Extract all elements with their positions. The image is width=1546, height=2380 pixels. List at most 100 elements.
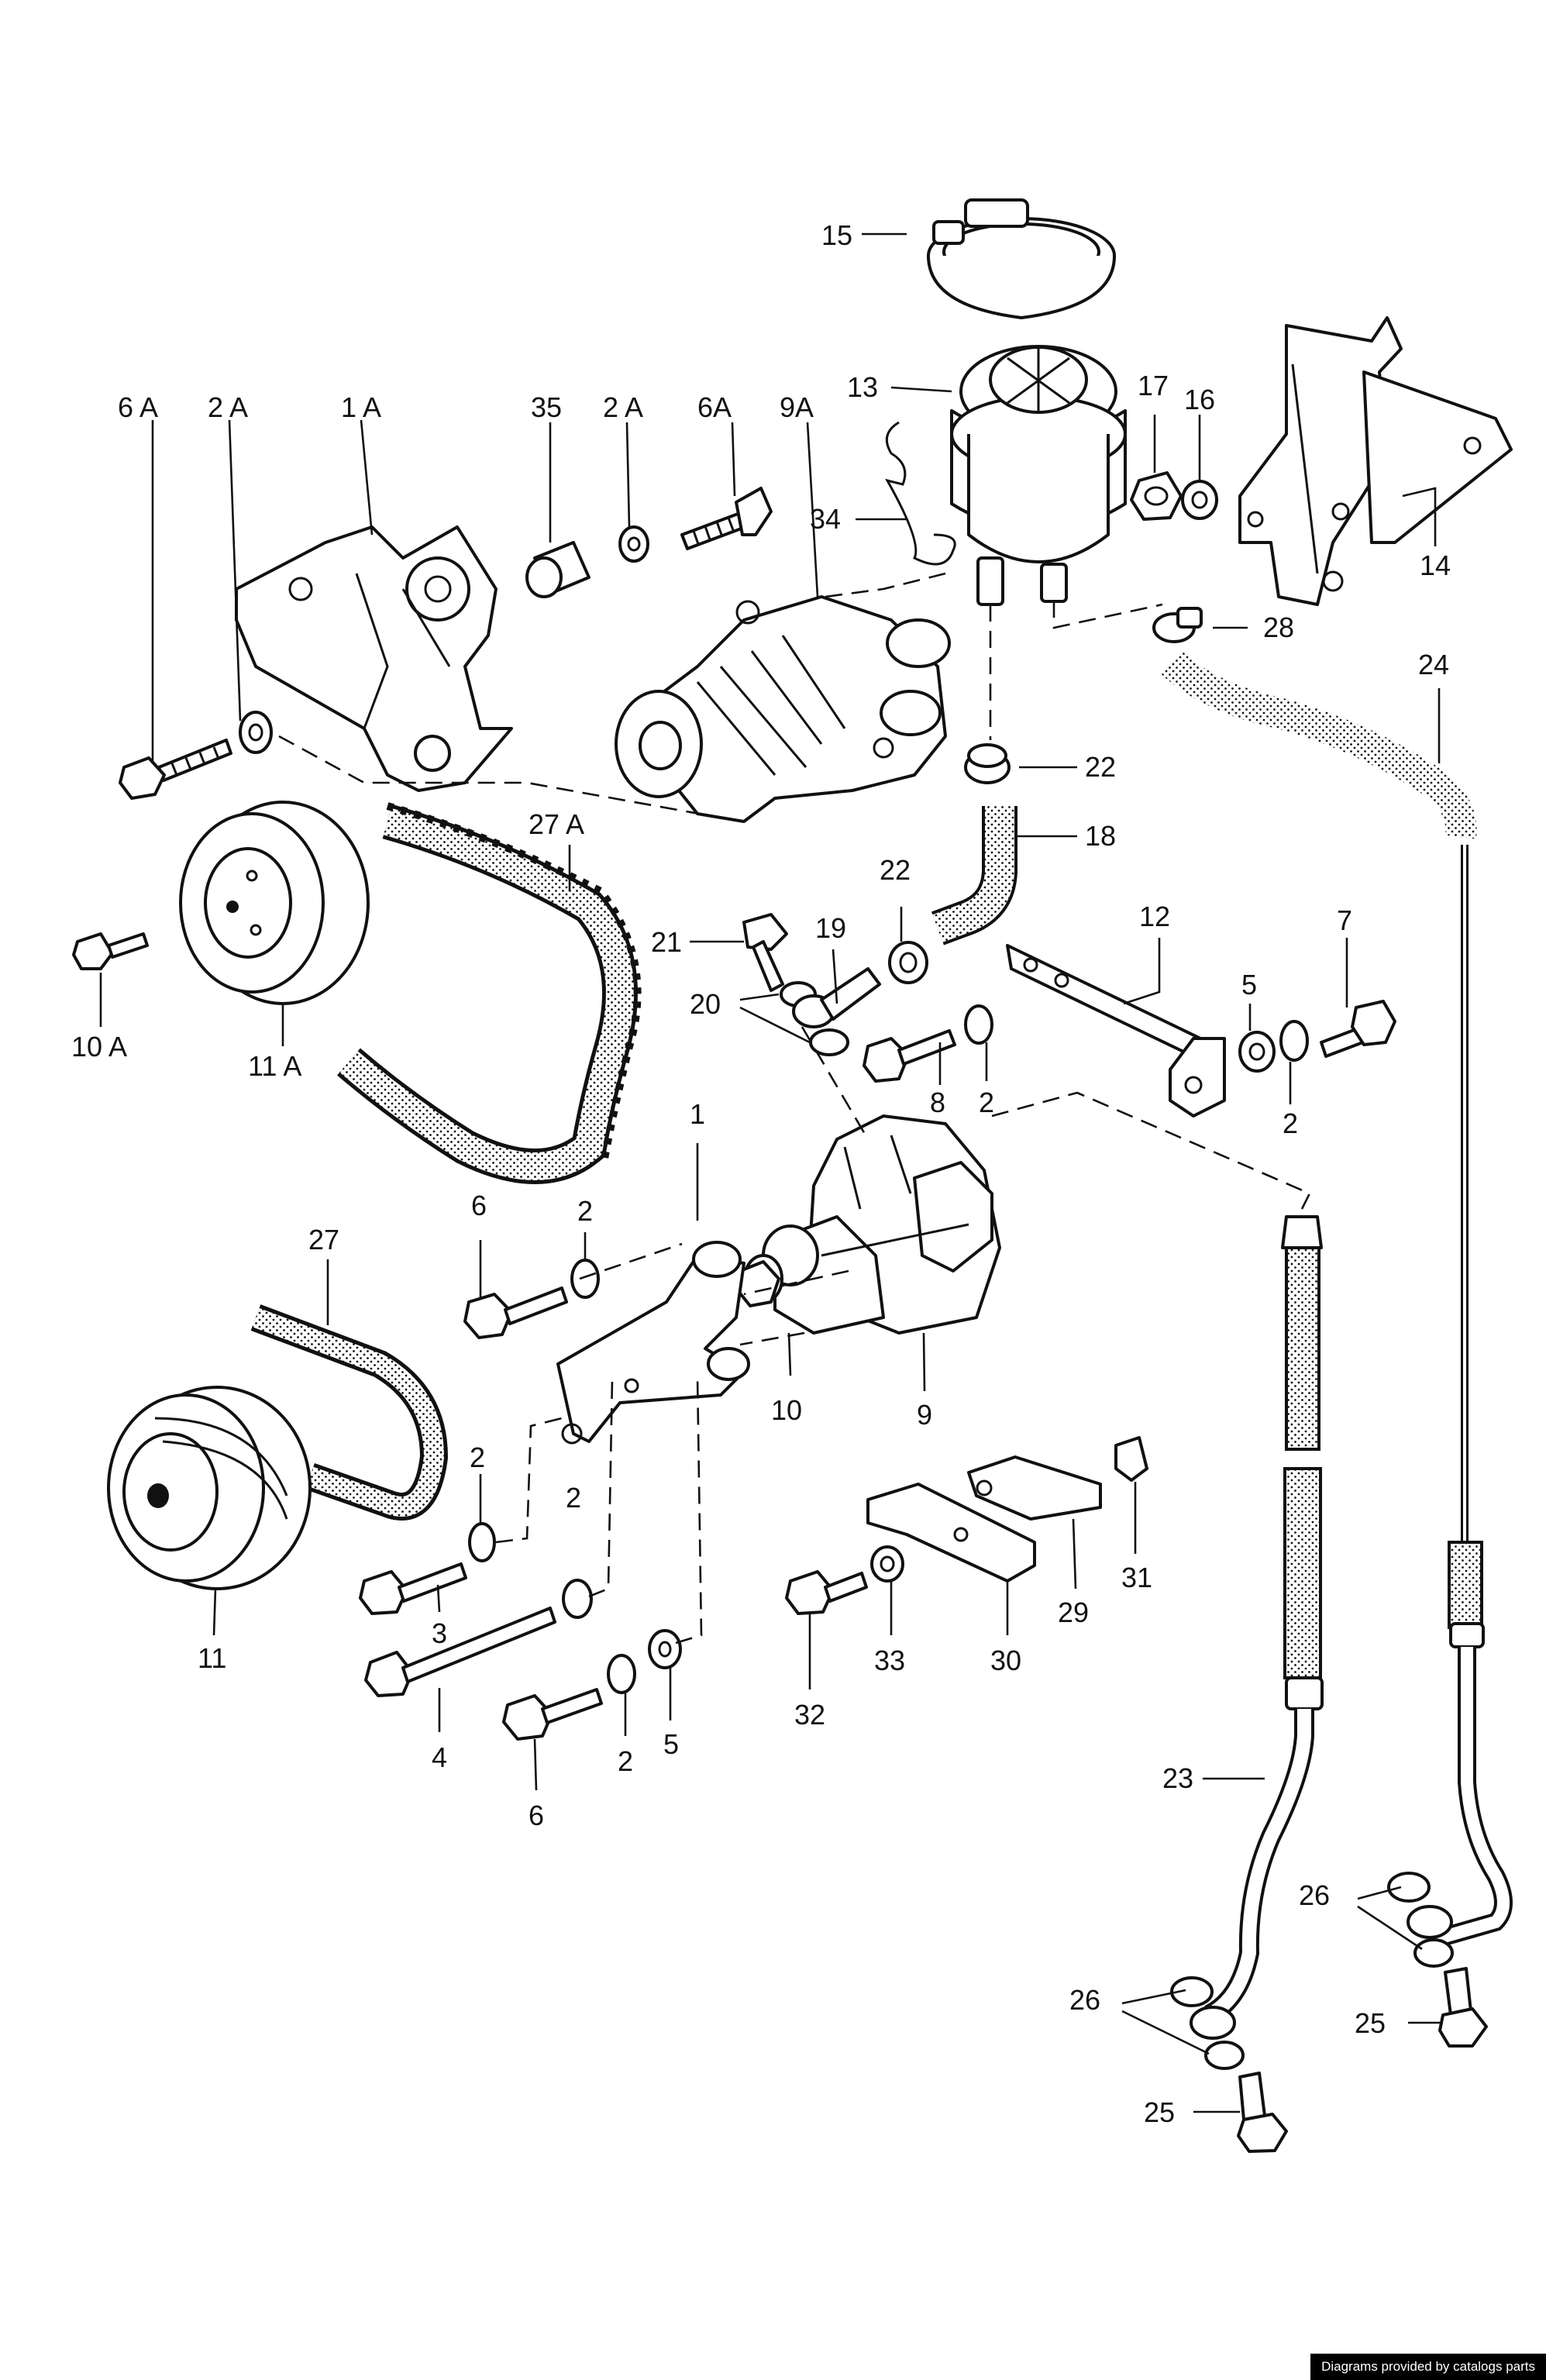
bracket-1A — [235, 525, 513, 792]
nut-17 — [1130, 471, 1183, 521]
washer-20b — [809, 1028, 849, 1056]
label-2-upper: 2 — [577, 1195, 593, 1227]
label-19: 19 — [815, 912, 846, 944]
washer-2-lower — [607, 1654, 636, 1694]
banjo-bolt-25-left — [1237, 2072, 1288, 2153]
label-30: 30 — [990, 1645, 1021, 1676]
label-5-lower: 5 — [663, 1728, 679, 1760]
bolt-6A-right — [680, 487, 773, 550]
leader-lines — [99, 232, 1443, 2113]
callout-labels: 15 13 6 A 2 A 1 A 35 2 A 6A 9A 17 16 14 … — [71, 219, 1451, 2128]
washer-33 — [870, 1545, 904, 1583]
label-9A: 9A — [780, 391, 814, 423]
label-27: 27 — [308, 1224, 339, 1255]
label-5-right: 5 — [1241, 969, 1257, 1001]
label-15: 15 — [821, 219, 852, 251]
clamp-22-mid — [888, 941, 928, 984]
label-10A: 10 A — [71, 1031, 127, 1063]
label-2-b: 2 — [566, 1482, 581, 1514]
label-2-a: 2 — [470, 1441, 485, 1473]
bolt-7 — [1320, 1000, 1396, 1058]
label-21: 21 — [651, 926, 682, 958]
bracket-30 — [866, 1483, 1036, 1583]
label-7: 7 — [1337, 904, 1352, 936]
credit-badge: Diagrams provided by catalogs parts — [1310, 2354, 1546, 2380]
label-22-top: 22 — [1085, 751, 1116, 783]
washer-16 — [1181, 480, 1218, 520]
label-2A-left: 2 A — [208, 391, 248, 423]
label-20: 20 — [690, 988, 721, 1020]
label-32: 32 — [794, 1699, 825, 1731]
bracket-29 — [967, 1455, 1102, 1521]
washer-2A-right — [618, 525, 649, 563]
label-2-right: 2 — [1283, 1107, 1298, 1139]
clip-31 — [1114, 1436, 1148, 1482]
strap-12 — [1006, 944, 1226, 1118]
label-33: 33 — [874, 1645, 905, 1676]
hose-23 — [1203, 1215, 1324, 2024]
bolt-32 — [785, 1570, 868, 1615]
bolt-10A — [72, 932, 149, 970]
label-25-right: 25 — [1355, 2007, 1386, 2039]
label-28: 28 — [1263, 611, 1294, 643]
label-3: 3 — [432, 1617, 447, 1649]
washer-5-lower — [648, 1629, 682, 1669]
spacer-35 — [525, 541, 591, 598]
label-2A-right: 2 A — [603, 391, 643, 423]
label-6-lower: 6 — [529, 1800, 544, 1831]
clip-34 — [884, 421, 956, 566]
label-1A: 1 A — [341, 391, 381, 423]
bolt-6A-left — [119, 739, 232, 800]
banjo-bolt-21 — [742, 913, 788, 992]
pump-9 — [736, 1114, 1001, 1335]
clamp-28 — [1152, 607, 1203, 643]
label-17: 17 — [1138, 370, 1169, 401]
bolt-3 — [359, 1562, 467, 1615]
label-6A-right: 6A — [697, 391, 732, 423]
label-24: 24 — [1418, 649, 1449, 680]
label-4: 4 — [432, 1741, 447, 1773]
label-26-left: 26 — [1069, 1984, 1100, 2016]
clamp-22-top — [964, 743, 1011, 784]
label-6A-left: 6 A — [118, 391, 158, 423]
label-6-upper: 6 — [471, 1190, 487, 1221]
label-2-mid: 2 — [979, 1087, 994, 1118]
bracket-14 — [1238, 316, 1513, 606]
bolt-6-lower — [502, 1688, 603, 1741]
label-31: 31 — [1121, 1562, 1152, 1593]
label-13: 13 — [847, 371, 878, 403]
banjo-bolt-25-right — [1438, 1967, 1488, 2048]
label-14: 14 — [1420, 549, 1451, 581]
belt-27 — [252, 1307, 445, 1517]
label-35: 35 — [531, 391, 562, 423]
label-10: 10 — [771, 1394, 802, 1426]
hose-24 — [1161, 651, 1477, 839]
pump-9A — [615, 595, 951, 823]
label-27A: 27 A — [529, 808, 584, 840]
label-11: 11 — [198, 1642, 226, 1674]
label-23: 23 — [1162, 1762, 1193, 1794]
washer-2-upper — [570, 1259, 600, 1299]
label-8: 8 — [930, 1087, 945, 1118]
line-24-lower — [1438, 845, 1513, 1947]
label-29: 29 — [1058, 1596, 1089, 1628]
washer-5-right — [1238, 1031, 1276, 1073]
belt-27A-outline — [337, 804, 638, 1184]
washers-26-right — [1387, 1872, 1454, 1968]
washer-2-right — [1279, 1020, 1309, 1062]
washer-2-mid — [964, 1004, 993, 1045]
bolt-6-upper — [463, 1286, 568, 1339]
label-26-right: 26 — [1299, 1879, 1330, 1911]
fitting-19 — [792, 967, 881, 1028]
reservoir-13 — [950, 345, 1127, 606]
label-1: 1 — [690, 1098, 705, 1130]
label-22-mid: 22 — [880, 854, 911, 886]
hose-18 — [932, 806, 1014, 942]
label-2-lower: 2 — [618, 1745, 633, 1777]
washer-2A-left — [239, 711, 273, 754]
washer-2-a — [468, 1522, 496, 1562]
belt-27A — [339, 808, 634, 1180]
hose-clamp-15 — [927, 198, 1116, 319]
